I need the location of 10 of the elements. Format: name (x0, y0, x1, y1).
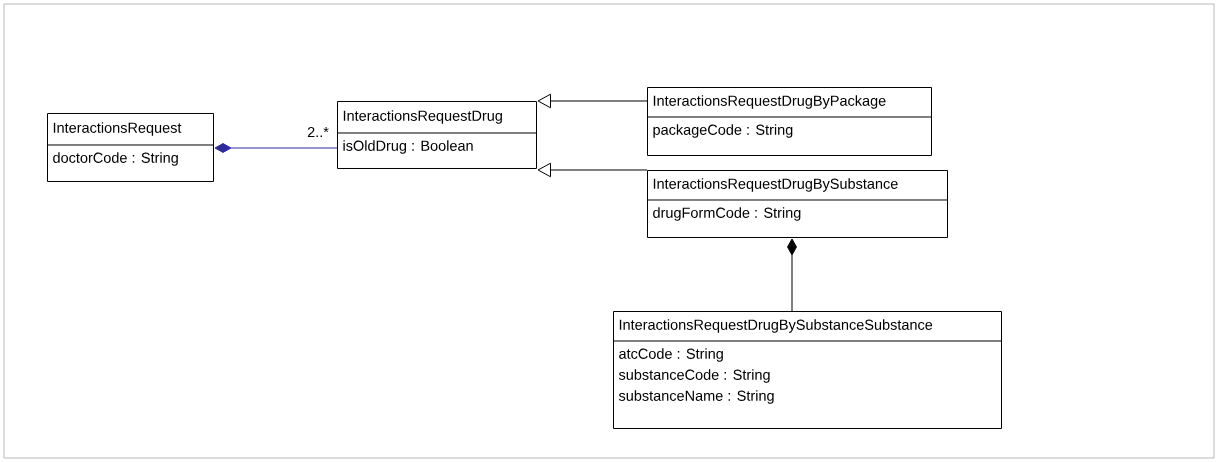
connector (214, 143, 338, 153)
connector (537, 162, 648, 178)
class-box: InteractionsRequestDrugBySubstanceSubstance atcCode : String substanceCode : String substanceName : String (612, 311, 1002, 429)
multiplicity-label: 2..* (306, 125, 330, 139)
connector (787, 238, 797, 312)
class-box: InteractionsRequestDrugBySubstance drugFormCode : String (646, 170, 948, 238)
class-box: InteractionsRequestDrugByPackage packageCode : String (646, 87, 932, 156)
class-box: InteractionsRequestDrug isOldDrug : Boolean (336, 101, 537, 169)
connector (537, 93, 648, 109)
class-box: InteractionsRequest doctorCode : String (46, 113, 214, 182)
